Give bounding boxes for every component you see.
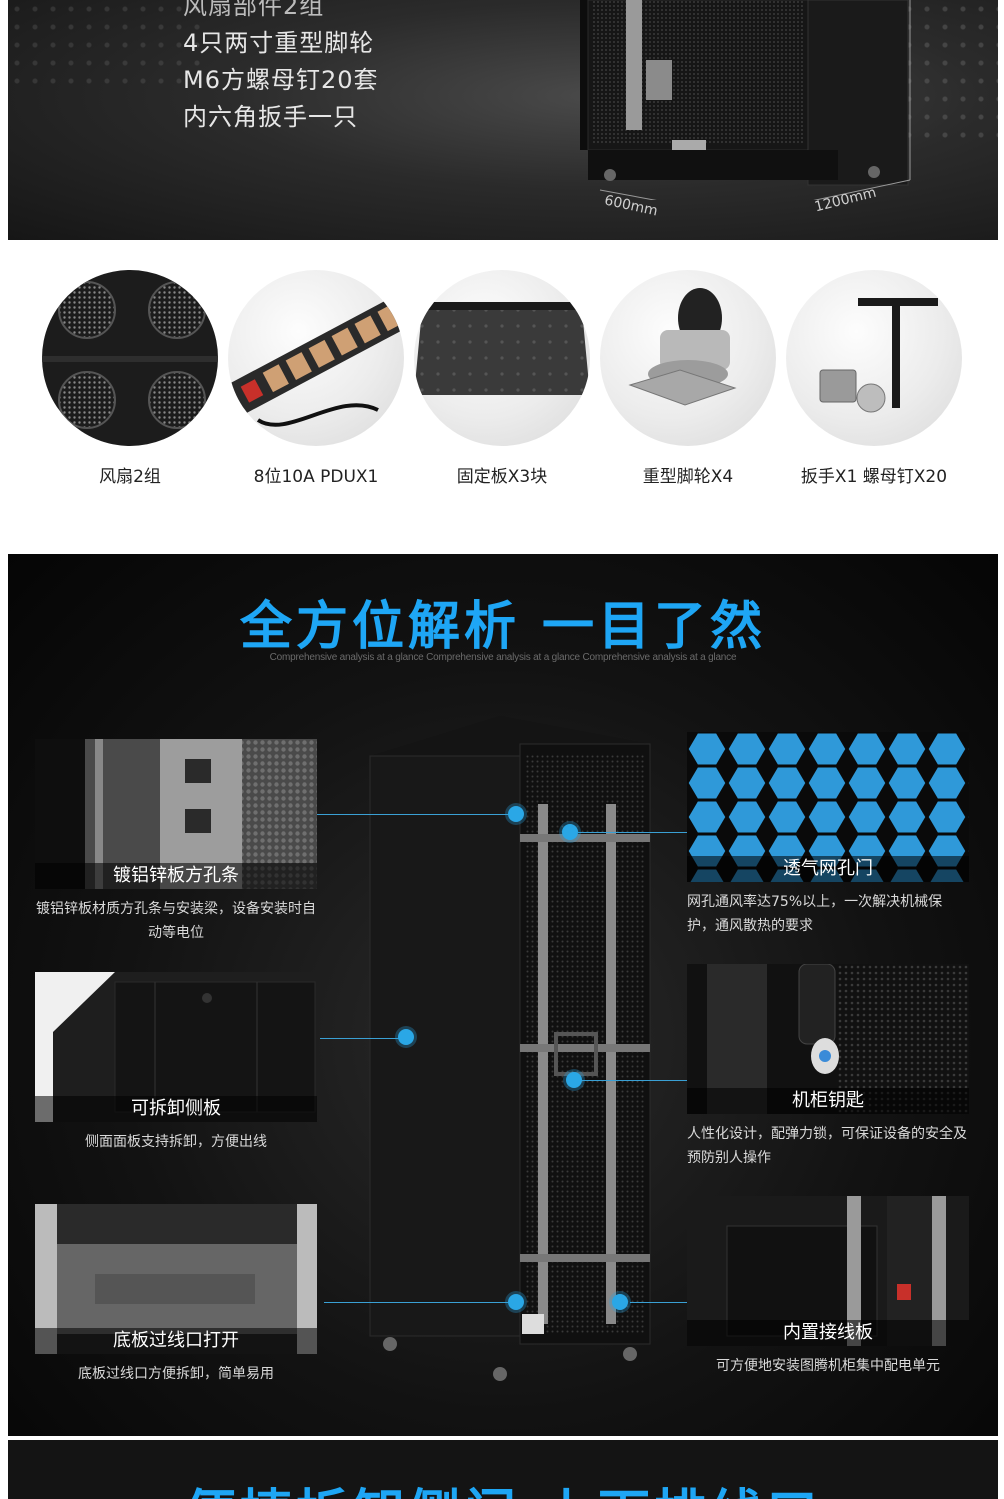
bottom-banner: 便捷拆卸侧门 上下排线口 xyxy=(8,1440,998,1499)
feature-image: 可拆卸侧板 xyxy=(35,972,317,1122)
feature-description: 可方便地安装图腾机柜集中配电单元 xyxy=(716,1358,940,1374)
connector-line xyxy=(298,814,520,815)
accessory-label: 扳手X1 螺母钉X20 xyxy=(800,467,948,487)
accessory-label: 8位10A PDUX1 xyxy=(253,467,379,487)
feature-caption: 透气网孔门 xyxy=(687,856,969,882)
accessories-row: 风扇2组 8位10A PDUX1 xyxy=(0,270,1004,500)
feature-image: 机柜钥匙 xyxy=(687,964,969,1114)
top-banner: 风扇部件2组 4只两寸重型脚轮 M6方螺母钉20套 内六角扳手一只 600mm … xyxy=(8,0,998,240)
hotspot-dot[interactable] xyxy=(508,806,524,822)
feature-image: 内置接线板 xyxy=(687,1196,969,1346)
feature-description: 侧面面板支持拆卸，方便出线 xyxy=(85,1134,267,1150)
accessory-fan: 风扇2组 xyxy=(40,270,220,487)
feature-caption: 可拆卸侧板 xyxy=(35,1096,317,1122)
accessory-pdu: 8位10A PDUX1 xyxy=(226,270,406,487)
feature-side-panel: 可拆卸侧板 侧面面板支持拆卸，方便出线 xyxy=(35,972,317,1154)
feature-image: 镀铝锌板方孔条 xyxy=(35,739,317,889)
accessories-list: 风扇部件2组 4只两寸重型脚轮 M6方螺母钉20套 内六角扳手一只 xyxy=(183,0,379,136)
feature-mesh-door: 透气网孔门 网孔通风率达75%以上，一次解决机械保护，通风散热的要求 xyxy=(687,732,969,938)
connector-line xyxy=(630,1302,688,1303)
cabinet-image xyxy=(369,716,651,1381)
accessory-shelf: 固定板X3块 xyxy=(412,270,592,487)
wrench-icon xyxy=(786,270,962,446)
accessories-list-item: 内六角扳手一只 xyxy=(183,103,358,131)
hotspot-dot[interactable] xyxy=(398,1029,414,1045)
feature-description: 镀铝锌板材质方孔条与安装梁，设备安装时自动等电位 xyxy=(36,901,316,941)
accessories-list-item: 风扇部件2组 xyxy=(183,0,325,20)
feature-description: 底板过线口方便拆卸，简单易用 xyxy=(78,1366,274,1382)
feature-description: 人性化设计，配弹力锁，可保证设备的安全及预防别人操作 xyxy=(687,1126,967,1166)
analysis-subtitle: Comprehensive analysis at a glance Compr… xyxy=(269,652,737,663)
connector-line xyxy=(580,1080,688,1081)
feature-caption: 内置接线板 xyxy=(687,1320,969,1346)
hotspot-dot[interactable] xyxy=(566,1072,582,1088)
connector-line xyxy=(578,832,688,833)
hotspot-dot[interactable] xyxy=(612,1294,628,1310)
feature-cable-opening: 底板过线口打开 底板过线口方便拆卸，简单易用 xyxy=(35,1204,317,1386)
accessory-wrench: 扳手X1 螺母钉X20 xyxy=(784,270,964,487)
accessory-label: 重型脚轮X4 xyxy=(642,467,734,487)
feature-caption: 机柜钥匙 xyxy=(687,1088,969,1114)
bottom-title: 便捷拆卸侧门 上下排线口 xyxy=(8,1472,998,1499)
accessory-caster: 重型脚轮X4 xyxy=(598,270,778,487)
hex-pattern xyxy=(8,0,208,90)
feature-caption: 镀铝锌板方孔条 xyxy=(35,863,317,889)
hotspot-dot[interactable] xyxy=(562,824,578,840)
feature-image: 透气网孔门 xyxy=(687,732,969,882)
connector-line xyxy=(324,1302,510,1303)
accessory-label: 风扇2组 xyxy=(99,467,161,487)
hotspot-dot[interactable] xyxy=(508,1294,524,1310)
feature-rail: 镀铝锌板方孔条 镀铝锌板材质方孔条与安装梁，设备安装时自动等电位 xyxy=(35,739,317,945)
analysis-title: 全方位解析 一目了然 xyxy=(239,597,767,657)
pdu-icon xyxy=(228,270,404,446)
fan-icon xyxy=(42,270,218,446)
shelf-icon xyxy=(414,270,590,446)
analysis-section: 全方位解析 一目了然 Comprehensive analysis at a g… xyxy=(8,554,998,1436)
accessories-list-item: 4只两寸重型脚轮 xyxy=(183,29,375,57)
caster-icon xyxy=(600,270,776,446)
connector-line xyxy=(320,1038,406,1039)
feature-caption: 底板过线口打开 xyxy=(35,1328,317,1354)
feature-power-strip: 内置接线板 可方便地安装图腾机柜集中配电单元 xyxy=(687,1196,969,1378)
accessories-list-item: M6方螺母钉20套 xyxy=(183,66,379,94)
feature-description: 网孔通风率达75%以上，一次解决机械保护，通风散热的要求 xyxy=(687,894,943,934)
accessory-label: 固定板X3块 xyxy=(456,467,548,487)
feature-image: 底板过线口打开 xyxy=(35,1204,317,1354)
cabinet-bottom-image xyxy=(580,0,911,200)
feature-key-lock: 机柜钥匙 人性化设计，配弹力锁，可保证设备的安全及预防别人操作 xyxy=(687,964,969,1170)
